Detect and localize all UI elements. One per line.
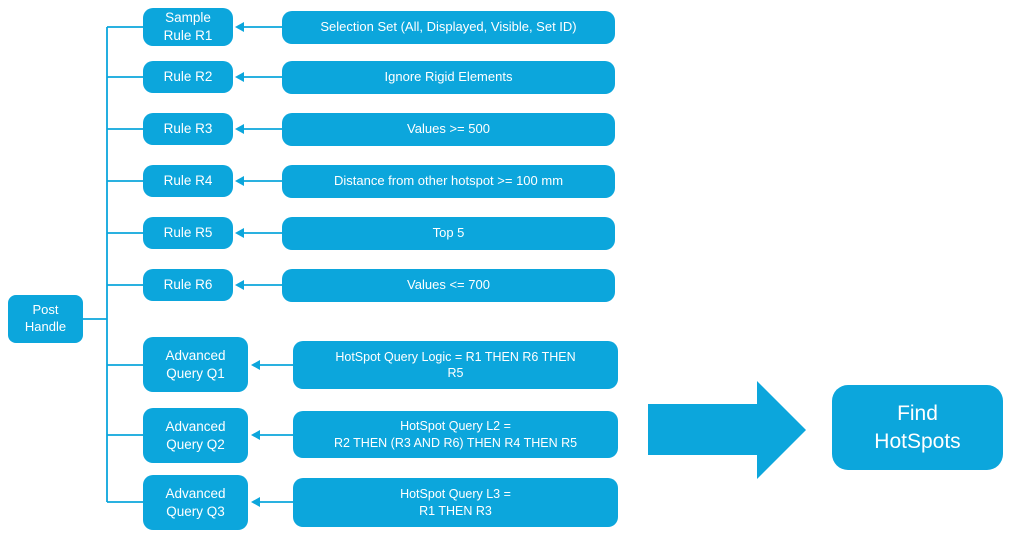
desc-rule-r4: Distance from other hotspot >= 100 mm [282, 165, 615, 198]
arrow-left-icon [235, 228, 244, 238]
arrow-left-icon [235, 72, 244, 82]
arrow-left-icon [235, 22, 244, 32]
node-rule-r6: Rule R6 [143, 269, 233, 301]
desc-query-q3: HotSpot Query L3 = R1 THEN R3 [293, 478, 618, 527]
node-sample-rule-r1: Sample Rule R1 [143, 8, 233, 46]
desc-query-q1: HotSpot Query Logic = R1 THEN R6 THEN R5 [293, 341, 618, 389]
desc-rule-r2: Ignore Rigid Elements [282, 61, 615, 94]
node-rule-r3: Rule R3 [143, 113, 233, 145]
node-advanced-query-q1: Advanced Query Q1 [143, 337, 248, 392]
arrow-left-icon [235, 176, 244, 186]
arrow-left-icon [251, 430, 260, 440]
big-arrow-right-icon [648, 381, 806, 479]
arrow-left-icon [235, 280, 244, 290]
node-find-hotspots: Find HotSpots [832, 385, 1003, 470]
desc-rule-r5: Top 5 [282, 217, 615, 250]
desc-query-q2: HotSpot Query L2 = R2 THEN (R3 AND R6) T… [293, 411, 618, 458]
node-rule-r5: Rule R5 [143, 217, 233, 249]
desc-rule-r3: Values >= 500 [282, 113, 615, 146]
arrow-left-icon [251, 497, 260, 507]
node-advanced-query-q2: Advanced Query Q2 [143, 408, 248, 463]
node-post-handle: Post Handle [8, 295, 83, 343]
node-rule-r2: Rule R2 [143, 61, 233, 93]
arrow-left-icon [235, 124, 244, 134]
arrow-left-icon [251, 360, 260, 370]
node-advanced-query-q3: Advanced Query Q3 [143, 475, 248, 530]
desc-rule-r1: Selection Set (All, Displayed, Visible, … [282, 11, 615, 44]
node-rule-r4: Rule R4 [143, 165, 233, 197]
desc-rule-r6: Values <= 700 [282, 269, 615, 302]
